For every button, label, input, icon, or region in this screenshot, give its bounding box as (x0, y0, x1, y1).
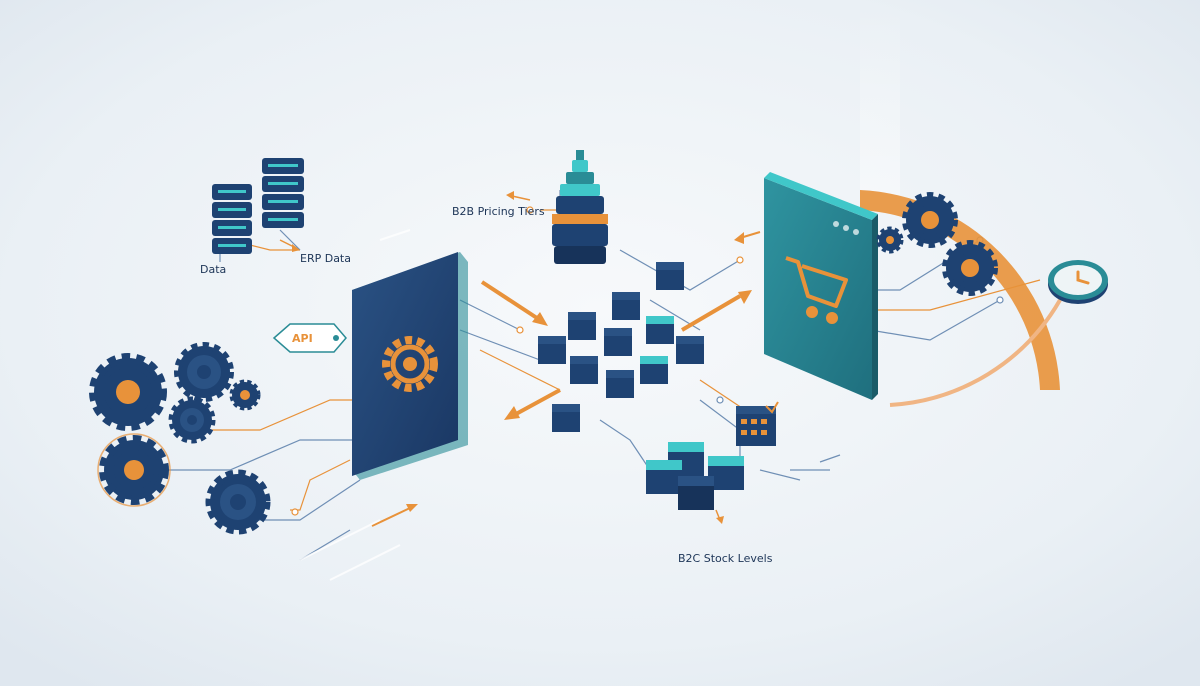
api-label: API (292, 332, 313, 345)
cube-icon (612, 292, 640, 320)
gear-icon (902, 192, 958, 248)
stock-cube-cluster (646, 442, 744, 510)
motion-lines (299, 229, 411, 581)
cycle-arc-tail (889, 299, 1062, 407)
b2b-pricing-label: B2B Pricing Tiers (452, 205, 545, 218)
gear-icon (382, 336, 438, 392)
cube-icon (640, 356, 668, 384)
cube-icon (676, 336, 704, 364)
cube-icon (552, 404, 580, 432)
shopping-cart-icon (785, 256, 848, 324)
gear-icon (942, 240, 998, 296)
cube-icon (570, 356, 598, 384)
gear-icon (89, 353, 167, 431)
gear-icon (174, 342, 234, 402)
arrow-icon (504, 388, 561, 420)
server-stack-icon (212, 158, 304, 254)
cube-grid (538, 262, 704, 432)
clock-icon (1048, 260, 1108, 304)
cube-icon (678, 476, 714, 510)
arrow-icon (715, 509, 724, 524)
arrow-icon (480, 280, 548, 326)
arrow-icon (506, 191, 531, 201)
arrow-icon (734, 231, 761, 244)
storefront-panel (764, 172, 878, 400)
api-tag-icon (272, 323, 347, 353)
gear-icon (876, 226, 904, 254)
gear-icon (168, 396, 216, 444)
cube-icon (568, 312, 596, 340)
arrow-icon (279, 239, 300, 252)
gear-cluster (89, 342, 271, 535)
erp-data-label: ERP Data (300, 252, 351, 265)
gear-icon (205, 469, 271, 535)
arrow-icon (680, 290, 752, 332)
b2c-stock-label: B2C Stock Levels (678, 552, 773, 565)
gear-icon (97, 433, 171, 507)
cube-icon (604, 328, 632, 356)
cycle-arc (860, 190, 1060, 390)
cube-icon (538, 336, 566, 364)
pricing-tier-stack (552, 150, 608, 264)
cube-icon (646, 460, 682, 494)
warehouse-icon (736, 401, 779, 446)
gear-icon (229, 379, 261, 411)
light-beam (860, 0, 900, 200)
data-label: Data (200, 263, 226, 276)
cube-icon (656, 262, 684, 290)
integration-panel (352, 252, 468, 480)
cube-icon (606, 370, 634, 398)
arrow-icon (371, 504, 418, 527)
cube-icon (646, 316, 674, 344)
